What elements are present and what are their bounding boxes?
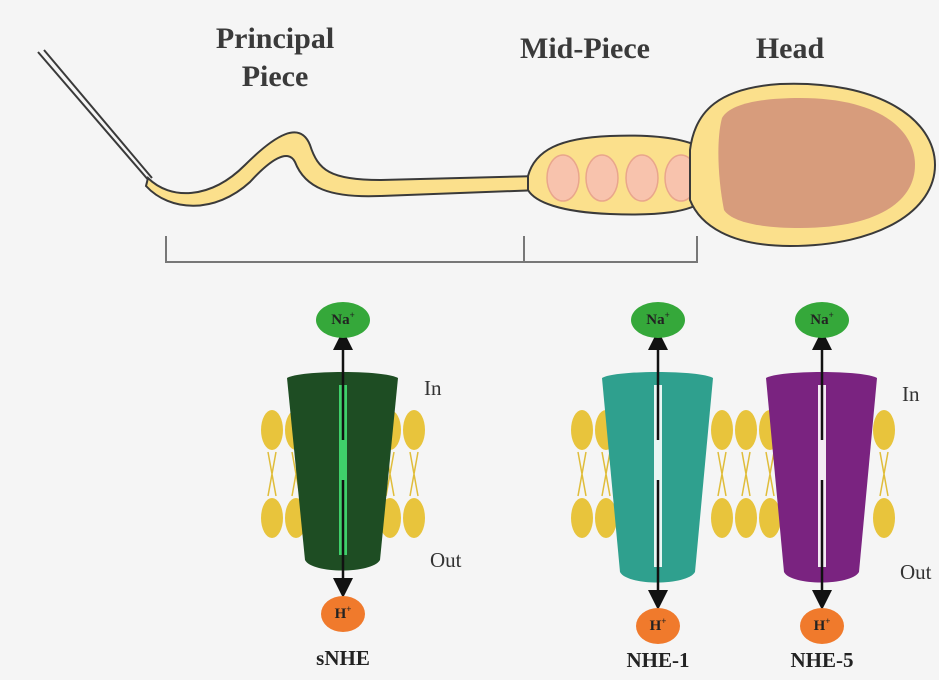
out-label-right: Out xyxy=(900,560,932,585)
lipid-head xyxy=(735,498,757,538)
mitochondrion xyxy=(626,155,658,201)
lipid-tail xyxy=(268,452,276,496)
principal-piece-label-line2: Piece xyxy=(180,58,370,96)
snhe-name: sNHE xyxy=(278,646,408,671)
lipid-head xyxy=(571,410,593,450)
nhe5-na-label: Na+ xyxy=(797,310,847,329)
lipid-tail xyxy=(742,452,750,496)
nhe5-h-label: H+ xyxy=(797,616,847,635)
head-label: Head xyxy=(720,30,860,68)
lipid-head xyxy=(403,410,425,450)
nucleus xyxy=(718,98,915,228)
lipid-tail xyxy=(602,452,610,496)
lipid-head xyxy=(873,410,895,450)
principal-piece-label: Principal Piece xyxy=(180,20,370,96)
region-brackets xyxy=(166,236,697,262)
lipid-head xyxy=(571,498,593,538)
out-label-left: Out xyxy=(430,548,462,573)
mid-piece-bracket xyxy=(524,236,697,262)
lipid-head xyxy=(261,410,283,450)
lipid-tail xyxy=(766,452,774,496)
mitochondrion xyxy=(547,155,579,201)
lipid-tail xyxy=(578,452,586,496)
lipid-head xyxy=(403,498,425,538)
in-label-right: In xyxy=(902,382,920,407)
lipid-head xyxy=(735,410,757,450)
lipid-head xyxy=(261,498,283,538)
nhe1-na-label: Na+ xyxy=(633,310,683,329)
mitochondrion xyxy=(586,155,618,201)
nhe1-h-label: H+ xyxy=(633,616,683,635)
in-label-left: In xyxy=(424,376,442,401)
principal-piece-bracket xyxy=(166,236,524,262)
nhe1-name: NHE-1 xyxy=(593,648,723,673)
lipid-tail xyxy=(718,452,726,496)
tail-end xyxy=(38,50,152,182)
lipid-head xyxy=(711,498,733,538)
mid-piece-label: Mid-Piece xyxy=(490,30,680,68)
lipid-head xyxy=(873,498,895,538)
lipid-head xyxy=(711,410,733,450)
principal-piece-label-line1: Principal xyxy=(180,20,370,58)
snhe-na-label: Na+ xyxy=(318,310,368,329)
nhe5-name: NHE-5 xyxy=(757,648,887,673)
lipid-tail xyxy=(880,452,888,496)
principal-piece-flagellum xyxy=(146,132,540,205)
snhe-h-label: H+ xyxy=(318,604,368,623)
sperm-cell xyxy=(38,50,935,246)
lipid-tail xyxy=(410,452,418,496)
